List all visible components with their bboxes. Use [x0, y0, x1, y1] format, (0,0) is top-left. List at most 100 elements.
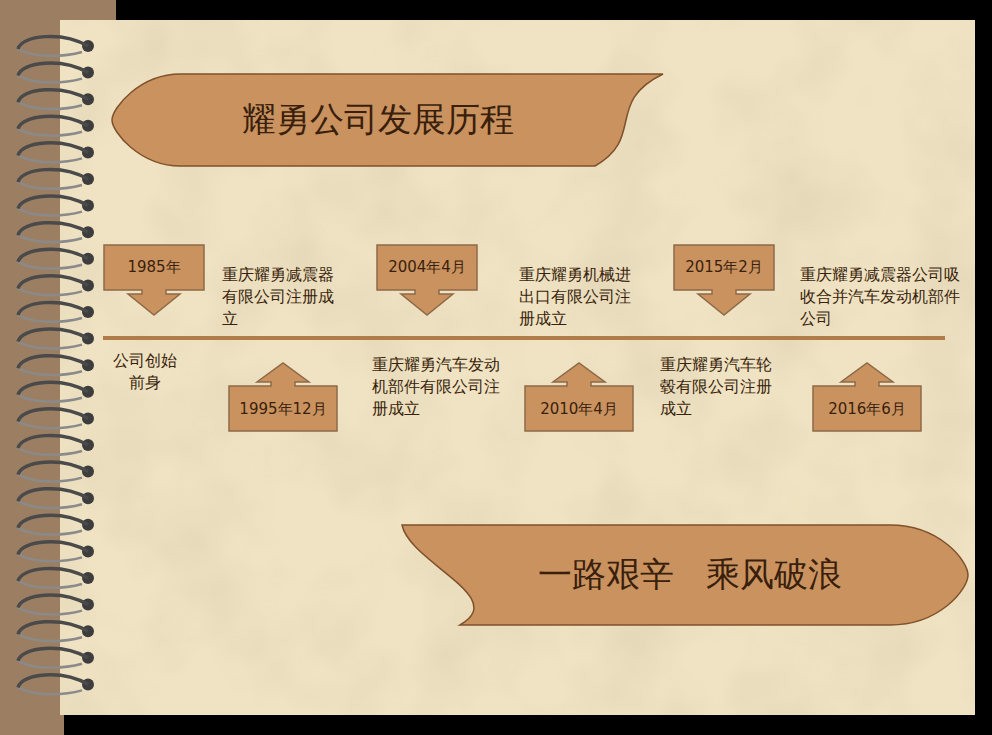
banner-text: 耀勇公司发展历程: [242, 97, 514, 143]
event-description: 重庆耀勇减震器有限公司注册成立: [222, 264, 344, 330]
spiral-ring: [18, 595, 88, 608]
year-arrow: 2016年6月: [812, 362, 922, 432]
spiral-ring-back: [18, 581, 82, 588]
banner-text: 一路艰辛 乘风破浪: [538, 552, 842, 598]
node-shape: [673, 244, 775, 316]
event-description: 重庆耀勇减震器公司吸收合并汽车发动机部件公司: [800, 264, 962, 330]
spiral-ring-back: [18, 448, 82, 455]
year-arrow: 1985年: [103, 244, 205, 316]
spiral-ring-back: [18, 49, 82, 56]
text-area: 1985年: [103, 244, 205, 290]
paper-texture: [60, 20, 975, 715]
spiral-ring-back: [18, 475, 82, 482]
spiral-ring-back: [18, 129, 82, 136]
spiral-ring-back: [18, 368, 82, 375]
spiral-ring-back: [18, 395, 82, 402]
spiral-ring-back: [18, 528, 82, 535]
spiral-ring-back: [18, 608, 82, 615]
spiral-ring: [18, 382, 88, 395]
timeline-axis: [103, 336, 945, 340]
spiral-ring: [18, 409, 88, 422]
spiral-ring: [18, 675, 88, 688]
event-description: 重庆耀勇汽车发动机部件有限公司注册成立: [372, 354, 510, 420]
spiral-ring-back: [18, 102, 82, 109]
spiral-ring: [18, 622, 88, 635]
spiral-ring-back: [18, 288, 82, 295]
node-shape: [228, 362, 338, 432]
year-text: 2010年4月: [540, 400, 618, 419]
spiral-ring-back: [18, 315, 82, 322]
spiral-ring-back: [18, 661, 82, 668]
spiral-ring-back: [18, 262, 82, 269]
spiral-ring-back: [18, 501, 82, 508]
spiral-ring: [18, 435, 88, 448]
spiral-ring: [18, 90, 88, 103]
node-outline: [112, 74, 663, 166]
node-shape: [524, 362, 634, 432]
spiral-ring: [18, 542, 88, 555]
node-shape: [376, 244, 478, 316]
spiral-ring-back: [18, 634, 82, 641]
text-area: 2016年6月: [812, 386, 922, 432]
year-arrow: 2010年4月: [524, 362, 634, 432]
text-area: 2004年4月: [376, 244, 478, 290]
spiral-ring-back: [18, 76, 82, 83]
spiral-ring: [18, 143, 88, 156]
node-outline: [674, 245, 774, 315]
spiral-ring-back: [18, 182, 82, 189]
spiral-ring: [18, 36, 88, 49]
node-outline: [813, 363, 921, 431]
title-banner: 耀勇公司发展历程: [110, 72, 665, 168]
text-area: 2010年4月: [524, 386, 634, 432]
year-arrow: 2004年4月: [376, 244, 478, 316]
slogan-banner: 一路艰辛 乘风破浪: [400, 523, 970, 627]
year-arrow: 1995年12月: [228, 362, 338, 432]
year-text: 1985年: [127, 258, 180, 277]
spiral-ring: [18, 329, 88, 342]
event-description: 重庆耀勇汽车轮毂有限公司注册成立: [660, 354, 782, 420]
spiral-ring: [18, 302, 88, 315]
spiral-ring-back: [18, 342, 82, 349]
year-text: 2016年6月: [828, 400, 906, 419]
spiral-binding: [18, 36, 94, 694]
node-shape: [812, 362, 922, 432]
spiral-ring-back: [18, 235, 82, 242]
node-shape: [103, 244, 205, 316]
node-outline: [377, 245, 477, 315]
year-arrow: 2015年2月: [673, 244, 775, 316]
spiral-ring: [18, 462, 88, 475]
spiral-ring: [18, 196, 88, 209]
event-description: 重庆耀勇机械进出口有限公司注册成立: [519, 264, 641, 330]
text-area: 耀勇公司发展历程: [150, 72, 605, 168]
spiral-ring: [18, 648, 88, 661]
text-area: 2015年2月: [673, 244, 775, 290]
node-outline: [229, 363, 337, 431]
cover-edge: [0, 0, 116, 22]
spiral-ring: [18, 169, 88, 182]
text-area: 1995年12月: [228, 386, 338, 432]
spiral-ring: [18, 223, 88, 236]
spiral-ring: [18, 356, 88, 369]
spiral-ring: [18, 63, 88, 76]
year-text: 2015年2月: [685, 258, 763, 277]
spiral-ring-back: [18, 421, 82, 428]
node-outline: [402, 525, 968, 625]
spiral-ring: [18, 568, 88, 581]
spiral-ring: [18, 489, 88, 502]
spiral-ring-back: [18, 155, 82, 162]
node-outline: [525, 363, 633, 431]
spiral-ring: [18, 116, 88, 129]
year-text: 2004年4月: [388, 258, 466, 277]
node-outline: [104, 245, 204, 315]
spiral-ring: [18, 515, 88, 528]
paper: [60, 20, 975, 715]
spiral-ring: [18, 249, 88, 262]
spiral-ring-back: [18, 209, 82, 216]
spiral-ring-back: [18, 554, 82, 561]
spiral-ring: [18, 276, 88, 289]
spiral-ring-back: [18, 687, 82, 694]
year-text: 1995年12月: [239, 400, 326, 419]
event-description: 公司创始前身: [110, 350, 180, 394]
